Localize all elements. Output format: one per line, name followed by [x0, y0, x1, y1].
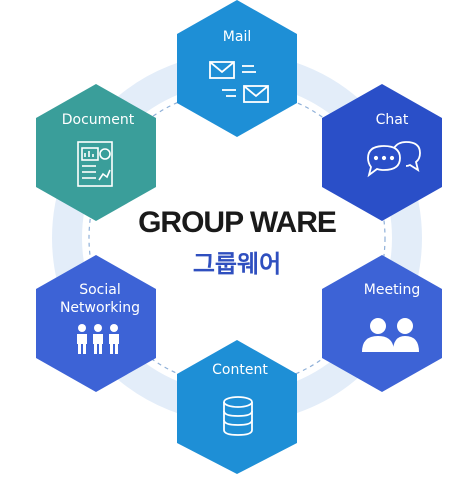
diagram-subtitle: 그룹웨어	[193, 250, 281, 278]
chat-icon	[367, 141, 421, 178]
label-social-line1: Social	[79, 282, 121, 298]
node-chat[interactable]: Chat	[322, 84, 442, 221]
label-chat: Chat	[376, 112, 409, 128]
people-icon	[77, 324, 119, 354]
label-document: Document	[62, 112, 135, 128]
hex-chat	[322, 84, 442, 221]
meeting-icon	[362, 318, 419, 352]
node-meeting[interactable]: Meeting	[322, 255, 442, 392]
database-icon	[223, 396, 253, 436]
node-content[interactable]: Content	[177, 340, 297, 474]
node-document[interactable]: Document	[36, 84, 156, 221]
hex-document	[36, 84, 156, 221]
hex-mail	[177, 0, 297, 137]
node-mail[interactable]: Mail	[177, 0, 297, 137]
label-meeting: Meeting	[364, 282, 420, 298]
mail-icon	[209, 61, 269, 103]
hex-social	[36, 255, 156, 392]
label-mail: Mail	[223, 29, 251, 45]
node-social[interactable]: Social Networking	[36, 255, 156, 392]
label-social-line2: Networking	[60, 300, 140, 316]
document-icon	[77, 141, 113, 187]
label-content: Content	[212, 362, 268, 378]
diagram-title: GROUP WARE	[138, 206, 336, 239]
